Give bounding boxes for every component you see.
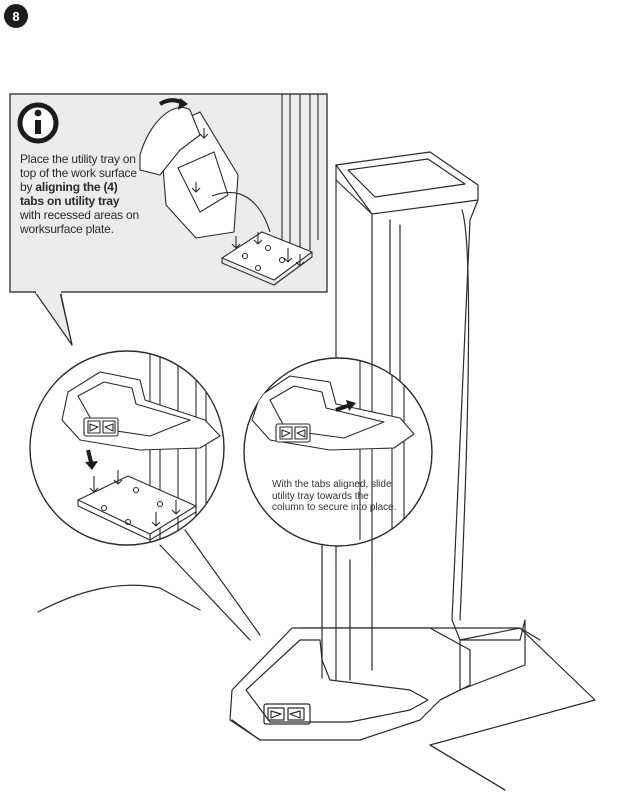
callout-text-part1: Place the utility tray on top of the wor… (20, 152, 137, 194)
slide-instruction-text: With the tabs aligned, slide utility tra… (272, 479, 397, 513)
info-callout-panel (9, 93, 328, 346)
callout-text-part2: with recessed areas on worksurface plate… (20, 208, 139, 236)
worksurface-edge (37, 584, 201, 613)
info-icon (17, 102, 59, 144)
detail-circle-slide-tray (243, 357, 433, 547)
callout-instruction-text: Place the utility tray on top of the wor… (20, 152, 142, 236)
callout-text-bold: aligning the (4) tabs on utility tray (20, 180, 120, 208)
detail-circle-tabs-down (29, 350, 225, 546)
step-number-badge: 8 (4, 4, 28, 28)
tower-column (321, 151, 526, 701)
